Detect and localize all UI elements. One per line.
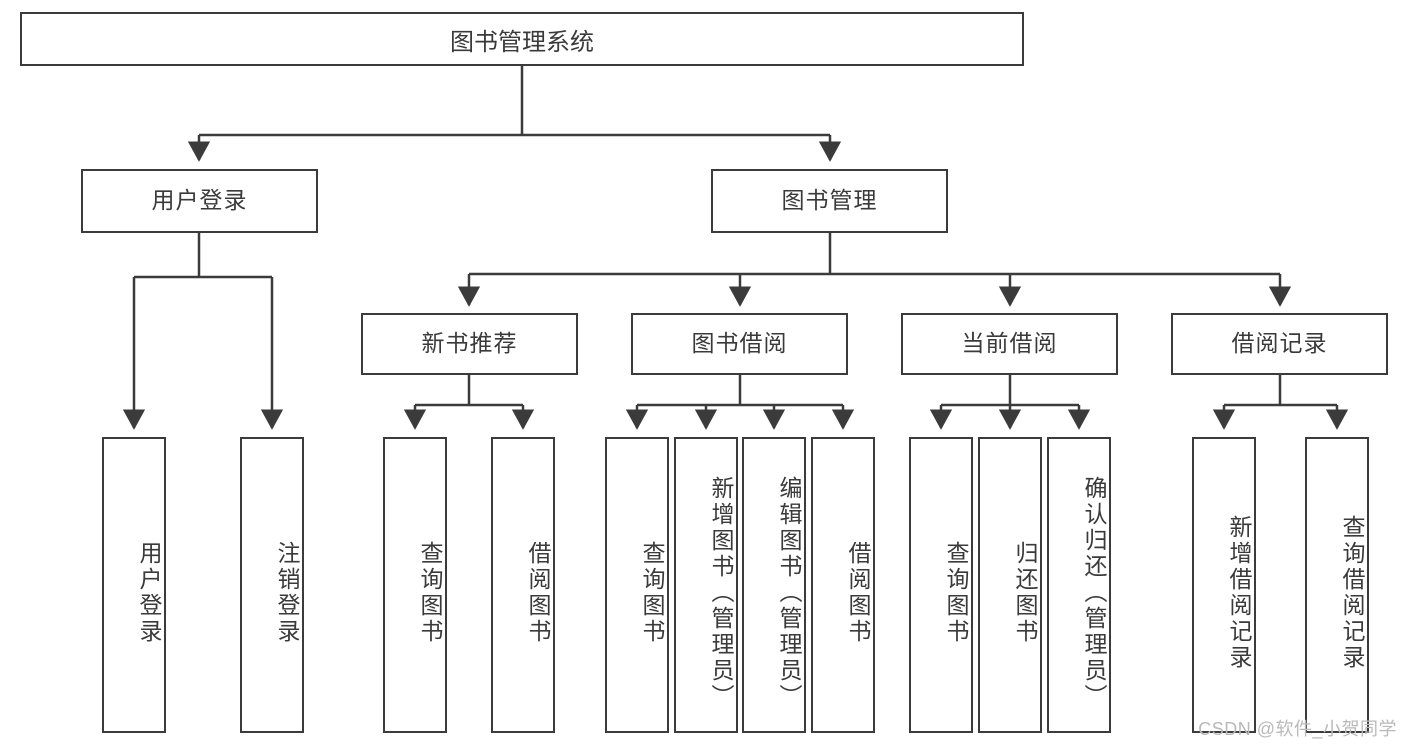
leaf-return-book[interactable]: 归还图书	[978, 437, 1042, 733]
leaf-confirm-return-admin[interactable]: 确认归还（管理员）	[1047, 437, 1111, 733]
node-book-management[interactable]: 图书管理	[711, 169, 948, 233]
leaf-query-book-current[interactable]: 查询图书	[909, 437, 973, 733]
leaf-query-book-borrow[interactable]: 查询图书	[605, 437, 669, 733]
leaf-query-book-new[interactable]: 查询图书	[383, 437, 447, 733]
leaf-borrow-book-borrow[interactable]: 借阅图书	[811, 437, 875, 733]
leaf-user-login[interactable]: 用户登录	[102, 437, 166, 733]
node-current-borrow[interactable]: 当前借阅	[901, 313, 1118, 375]
node-new-book-recommend[interactable]: 新书推荐	[361, 313, 578, 375]
watermark-credit: CSDN @软件_小贺同学	[1198, 719, 1397, 739]
node-book-borrow[interactable]: 图书借阅	[631, 313, 848, 375]
leaf-edit-book-admin[interactable]: 编辑图书（管理员）	[742, 437, 806, 733]
leaf-borrow-book-new[interactable]: 借阅图书	[491, 437, 555, 733]
leaf-add-borrow-record[interactable]: 新增借阅记录	[1192, 437, 1256, 733]
leaf-query-borrow-record[interactable]: 查询借阅记录	[1305, 437, 1369, 733]
leaf-logout[interactable]: 注销登录	[240, 437, 304, 733]
leaf-add-book-admin[interactable]: 新增图书（管理员）	[674, 437, 738, 733]
node-root-system[interactable]: 图书管理系统	[20, 12, 1024, 66]
node-borrow-record[interactable]: 借阅记录	[1171, 313, 1388, 375]
node-user-login[interactable]: 用户登录	[81, 169, 318, 233]
